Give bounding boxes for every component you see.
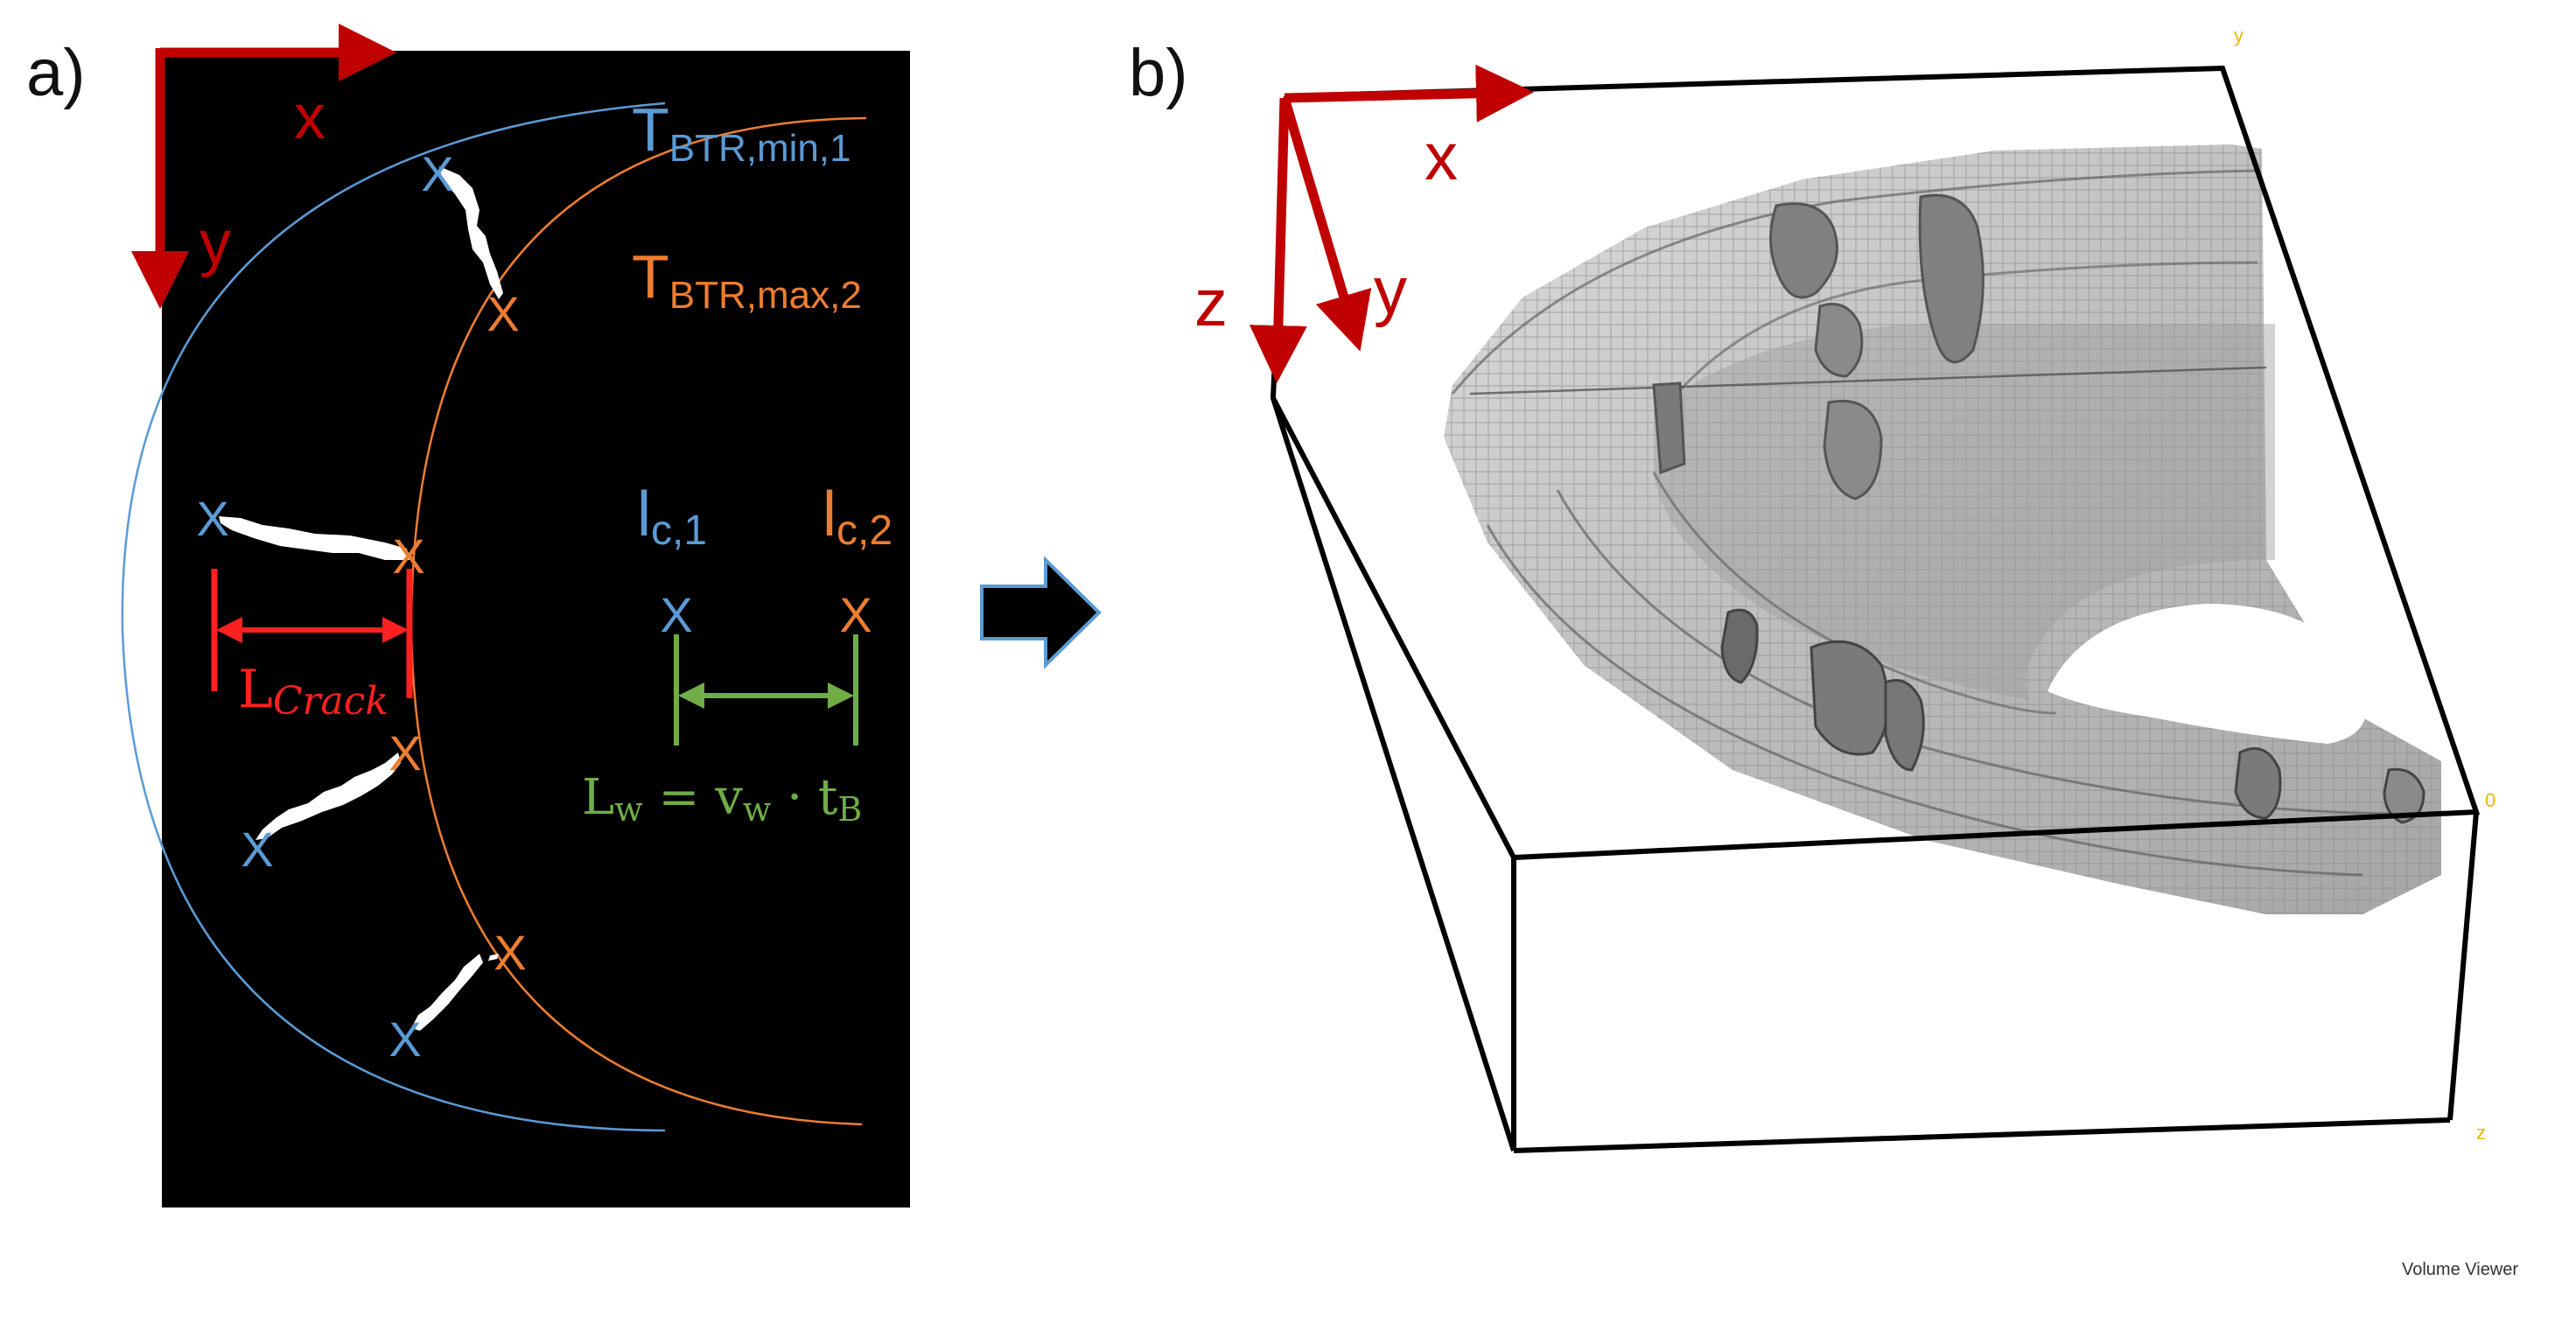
corner-label-0: 0	[2485, 789, 2496, 811]
transition-arrow-icon	[980, 556, 1102, 669]
crack-blob-3	[1814, 303, 1864, 378]
l-c1-marker: X	[660, 587, 692, 642]
panel-b-y-axis-label: y	[1374, 254, 1407, 328]
crack-4	[411, 954, 483, 1031]
svg-text:X: X	[421, 146, 453, 201]
crack-1	[439, 166, 503, 299]
panel-b-z-axis-label: z	[1194, 266, 1228, 340]
panel-b-y-axis-arrow	[1279, 96, 1372, 352]
svg-text:X: X	[388, 1012, 421, 1067]
t-min-isotherm-arc	[121, 102, 666, 1132]
panel-b-x-axis-arrow	[1284, 64, 1534, 122]
crack-4-tip	[488, 954, 499, 961]
section-cut-line	[1469, 366, 2267, 396]
crack-blob-2	[1918, 193, 1984, 364]
l-c2-label: lc,2	[822, 480, 892, 554]
crack-blob-7	[1810, 640, 1890, 756]
svg-text:X: X	[196, 491, 228, 546]
marker-blue-3: X	[241, 822, 273, 877]
svg-text:X: X	[494, 925, 526, 980]
ring-inner-band	[1654, 324, 2275, 700]
panel-b-z-axis-arrow	[1249, 97, 1307, 383]
panel-a-label: a)	[26, 36, 86, 110]
corner-label-y: y	[2234, 24, 2244, 46]
panel-b-x-axis-label: x	[1424, 120, 1458, 194]
layer-line-3	[1451, 169, 2258, 395]
panel-b-label: b)	[1129, 36, 1188, 110]
crack-blob-4	[1652, 382, 1686, 475]
l-c1-label: lc,1	[637, 480, 707, 554]
lw-equation: Lw = vw · tB	[582, 769, 862, 829]
panel-a-x-axis-label: x	[294, 82, 326, 152]
ring-inner-hole	[2048, 604, 2367, 744]
crack-blob-9	[2234, 747, 2282, 820]
crack-blob-5	[1823, 399, 1883, 500]
marker-orange-4: X	[494, 925, 526, 980]
marker-blue-1: X	[421, 146, 453, 201]
svg-text:X: X	[241, 822, 273, 877]
panel-a-y-axis-label: y	[200, 208, 231, 278]
marker-blue-2: X	[196, 491, 228, 546]
l-c2-marker: X	[839, 587, 872, 642]
marker-orange-3: X	[388, 725, 421, 780]
crack-3	[256, 752, 401, 840]
crack-length-label: LCrack	[238, 659, 388, 724]
crack-blob-6	[1720, 608, 1759, 684]
marker-orange-1: X	[486, 286, 519, 341]
volume-rendering	[1444, 144, 2441, 914]
crack-2	[219, 516, 410, 560]
layer-line-1	[1486, 524, 2363, 877]
crack-blob-1	[1769, 202, 1838, 299]
t-min-label: TBTR,min,1	[632, 95, 851, 170]
volume-viewer-label: Volume Viewer	[2402, 1260, 2519, 1279]
marker-blue-4: X	[388, 1012, 421, 1067]
corner-label-z: z	[2476, 1122, 2486, 1144]
t-max-label: TBTR,max,2	[632, 242, 862, 317]
svg-text:X: X	[388, 725, 421, 780]
crack-blob-8	[1884, 679, 1925, 772]
svg-text:X: X	[486, 286, 519, 341]
